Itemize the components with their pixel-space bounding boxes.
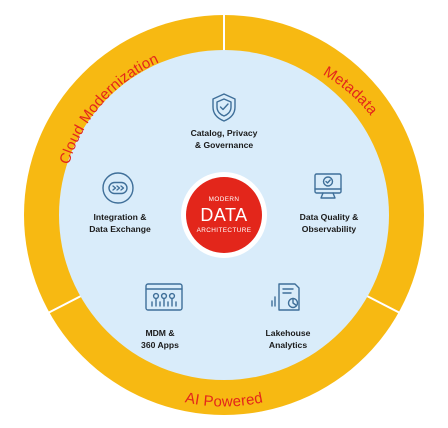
segment-integration-line2: Data Exchange	[89, 224, 151, 234]
segment-integration: Integration & Data Exchange	[89, 172, 151, 234]
segment-mdm: MDM & 360 Apps	[141, 283, 183, 350]
segment-lakehouse-line1: Lakehouse	[266, 328, 311, 338]
segment-mdm-line2: 360 Apps	[141, 340, 179, 350]
network-window-icon	[145, 283, 183, 311]
shield-check-icon	[212, 93, 236, 122]
center-line-modern: MODERN	[209, 196, 240, 203]
segment-lakehouse-line2: Analytics	[269, 340, 307, 350]
document-chart-icon	[271, 283, 300, 311]
ring-divider-right	[366, 295, 401, 314]
center-line-data: DATA	[200, 205, 247, 225]
ring-label-ai-powered: AI Powered	[184, 389, 265, 410]
segment-catalog: Catalog, Privacy & Governance	[191, 93, 258, 150]
segment-catalog-line1: Catalog, Privacy	[191, 128, 258, 138]
segment-catalog-line2: & Governance	[195, 140, 253, 150]
data-exchange-icon	[102, 172, 134, 204]
segment-quality-line1: Data Quality &	[300, 212, 359, 222]
monitor-check-icon	[314, 173, 342, 199]
ring-divider-left	[47, 295, 82, 314]
center-disc	[186, 177, 262, 253]
segment-mdm-line1: MDM &	[145, 328, 174, 338]
center-line-architecture: ARCHITECTURE	[197, 227, 252, 234]
segment-quality-line2: Observability	[302, 224, 357, 234]
segment-quality: Data Quality & Observability	[300, 173, 359, 234]
segment-integration-line1: Integration &	[94, 212, 147, 222]
segment-lakehouse: Lakehouse Analytics	[266, 283, 311, 350]
